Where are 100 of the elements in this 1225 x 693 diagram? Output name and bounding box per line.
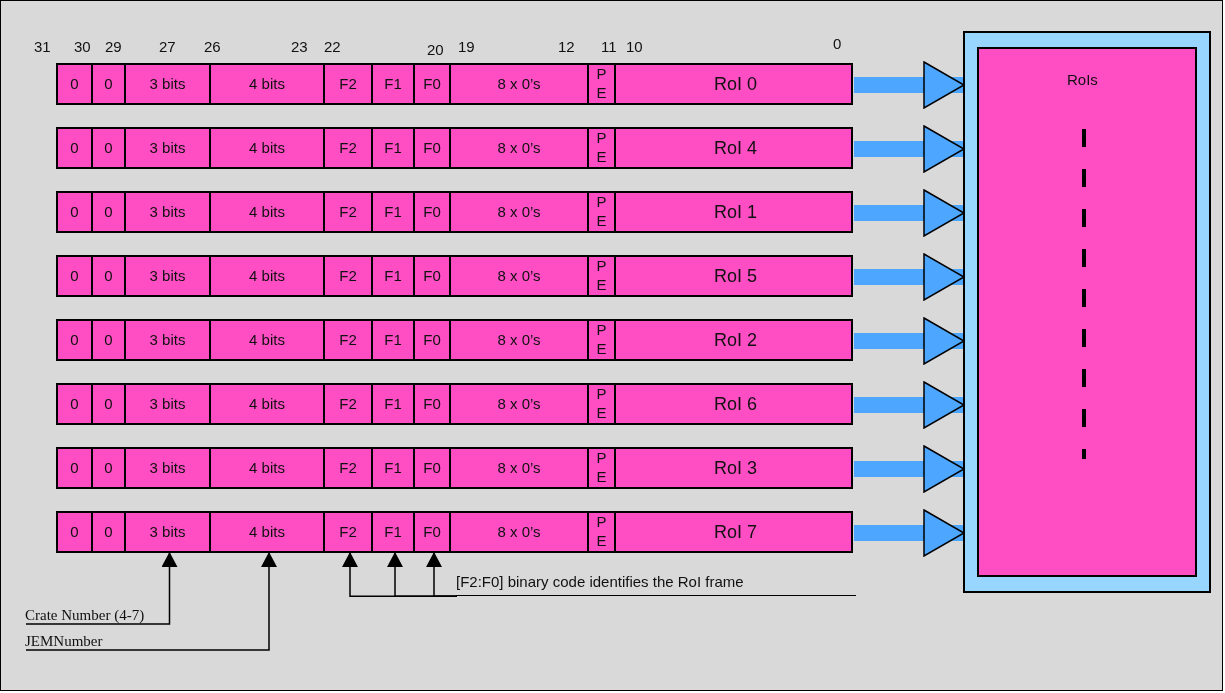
bit-field: RoI 0 <box>616 65 855 103</box>
bit-field: F1 <box>373 513 415 551</box>
bit-field: 0 <box>93 321 126 359</box>
bit-field: F1 <box>373 449 415 487</box>
bit-number: 20 <box>427 41 444 58</box>
bit-field: P E <box>589 513 616 551</box>
bit-field: 8 x 0’s <box>451 129 589 167</box>
outer-frame <box>963 31 1211 593</box>
bit-field: 4 bits <box>211 321 325 359</box>
register-row <box>56 511 853 553</box>
bit-field: 0 <box>58 193 93 231</box>
register-row <box>56 383 853 425</box>
bit-number: 12 <box>558 38 575 55</box>
bit-field: RoI 3 <box>616 449 855 487</box>
bit-field: 8 x 0’s <box>451 449 589 487</box>
bit-field: 0 <box>93 385 126 423</box>
block-arrow <box>854 125 965 173</box>
bit-field: 3 bits <box>126 129 211 167</box>
bit-field: F0 <box>415 129 451 167</box>
bit-field: RoI 2 <box>616 321 855 359</box>
bit-field: 8 x 0’s <box>451 321 589 359</box>
bit-field: 0 <box>93 129 126 167</box>
bit-field: 8 x 0’s <box>451 513 589 551</box>
bit-field: 0 <box>58 513 93 551</box>
bit-field: 0 <box>58 257 93 295</box>
bit-field: F2 <box>325 513 373 551</box>
bit-field: 4 bits <box>211 257 325 295</box>
bit-field: 3 bits <box>126 257 211 295</box>
bit-field: P E <box>589 257 616 295</box>
bit-field: F1 <box>373 321 415 359</box>
bit-field: F0 <box>415 449 451 487</box>
bit-field: F2 <box>325 321 373 359</box>
bit-field: F1 <box>373 65 415 103</box>
bit-field: 3 bits <box>126 65 211 103</box>
bit-field: F0 <box>415 385 451 423</box>
bit-field: F0 <box>415 513 451 551</box>
bit-field: P E <box>589 321 616 359</box>
bit-number: 22 <box>324 38 341 55</box>
bit-field: 8 x 0’s <box>451 65 589 103</box>
bit-field: 3 bits <box>126 449 211 487</box>
register-row <box>56 127 853 169</box>
bit-field: 4 bits <box>211 449 325 487</box>
bit-field: F0 <box>415 193 451 231</box>
bit-field: 0 <box>58 129 93 167</box>
rois-panel <box>977 47 1197 577</box>
bit-field: 4 bits <box>211 129 325 167</box>
bit-field: P E <box>589 129 616 167</box>
bit-field: 8 x 0’s <box>451 193 589 231</box>
bit-field: 0 <box>58 449 93 487</box>
register-row <box>56 447 853 489</box>
bit-field: 3 bits <box>126 385 211 423</box>
bit-number: 30 <box>74 38 91 55</box>
panel-title: RoIs <box>1067 71 1098 88</box>
block-arrow <box>854 509 965 557</box>
bit-field: F0 <box>415 257 451 295</box>
bit-field: 0 <box>93 193 126 231</box>
block-arrow <box>854 445 965 493</box>
bit-field: F1 <box>373 193 415 231</box>
bit-field: P E <box>589 385 616 423</box>
bit-field: F2 <box>325 65 373 103</box>
bit-field: 3 bits <box>126 193 211 231</box>
block-arrow <box>854 253 965 301</box>
register-row <box>56 319 853 361</box>
bit-number: 10 <box>626 38 643 55</box>
bit-number: 31 <box>34 38 51 55</box>
bit-field: 8 x 0’s <box>451 385 589 423</box>
bit-number: 26 <box>204 38 221 55</box>
bit-field: P E <box>589 65 616 103</box>
leader-line <box>25 551 178 625</box>
bit-field: F2 <box>325 129 373 167</box>
bit-field: 3 bits <box>126 513 211 551</box>
register-row <box>56 191 853 233</box>
bit-field: F1 <box>373 385 415 423</box>
bit-field: F2 <box>325 449 373 487</box>
annotation-text: Crate Number (4-7) <box>25 607 145 624</box>
bit-field: 0 <box>93 257 126 295</box>
bit-field: F0 <box>415 65 451 103</box>
bit-field: 0 <box>93 449 126 487</box>
annotation-text: JEMNumber <box>25 633 103 650</box>
bit-field: P E <box>589 193 616 231</box>
register-row <box>56 63 853 105</box>
leader-line <box>426 551 458 597</box>
bit-field: F2 <box>325 193 373 231</box>
bit-field: RoI 4 <box>616 129 855 167</box>
annotation-text: [F2:F0] binary code identifies the RoI frame <box>456 573 856 596</box>
bit-number: 27 <box>159 38 176 55</box>
bit-number: 29 <box>105 38 122 55</box>
block-arrow <box>854 381 965 429</box>
bit-field: 4 bits <box>211 385 325 423</box>
bit-field: 4 bits <box>211 193 325 231</box>
leader-line <box>25 551 277 651</box>
bit-number: 0 <box>833 35 842 52</box>
bit-field: RoI 1 <box>616 193 855 231</box>
bit-field: RoI 7 <box>616 513 855 551</box>
bit-field: 0 <box>58 65 93 103</box>
bit-field: 0 <box>93 65 126 103</box>
block-arrow <box>854 61 965 109</box>
bit-field: RoI 6 <box>616 385 855 423</box>
bit-number: 11 <box>601 38 617 55</box>
bit-number: 19 <box>458 38 475 55</box>
